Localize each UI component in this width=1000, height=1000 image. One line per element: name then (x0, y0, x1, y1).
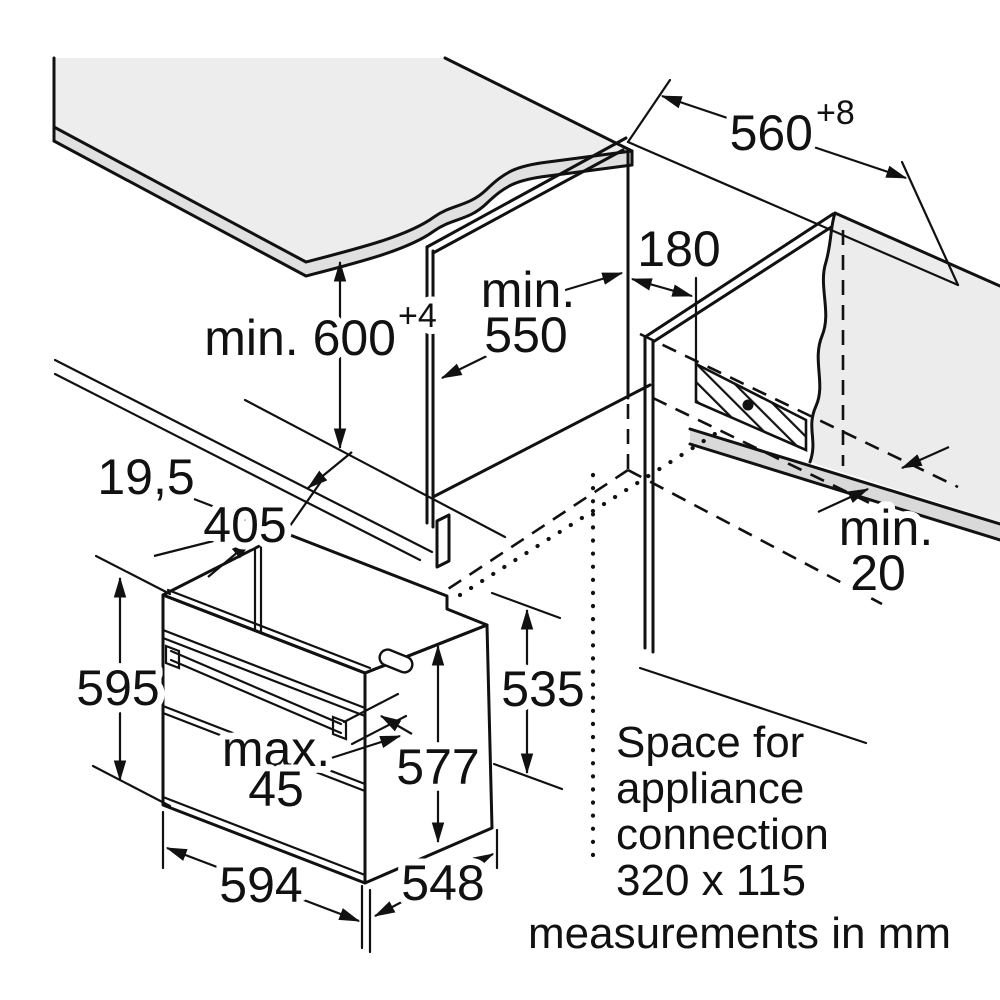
dim-niche-depth-line1: min. (481, 262, 575, 318)
dim-niche-width-tolerance: +8 (816, 94, 855, 132)
dim-oven-width-value: 594 (219, 857, 302, 913)
dim-body-height-value: 577 (396, 739, 479, 795)
hidden-edges (447, 230, 959, 606)
dim-panel-thickness: 19,5 (90, 442, 263, 635)
oven (161, 531, 494, 885)
dim-worktop-height: min. 600 +4 (197, 260, 507, 539)
dim-panel-thickness-value: 19,5 (97, 449, 194, 505)
connection-note: Space for appliance connection 320 x 115 (616, 718, 829, 905)
dim-top-depth: 405 (196, 451, 353, 578)
dim-handle-depth-line1: max. (222, 721, 330, 777)
dim-top-depth-value: 405 (203, 497, 286, 553)
connection-note-line-4: 320 x 115 (616, 856, 806, 905)
side-vent-slot (378, 648, 414, 674)
dim-rear-gap: min. 20 (817, 445, 950, 608)
connection-note-leader (638, 666, 868, 745)
appliance-connection-area (694, 276, 808, 452)
dim-oven-height-value: 595 (76, 660, 159, 716)
projection-lines (457, 429, 721, 859)
dim-oven-depth-value: 548 (401, 855, 484, 911)
dim-niche-width-value: 560 (730, 105, 813, 161)
dim-worktop-height-value: min. 600 (204, 310, 396, 366)
base-cabinet-niche (53, 136, 652, 569)
dim-recess-width: 180 (630, 214, 728, 298)
dim-rear-height: 535 (490, 591, 592, 791)
connection-point-dot (742, 399, 754, 411)
dim-rear-gap-line1: min. (839, 500, 933, 556)
worktop (52, 56, 634, 278)
dim-oven-height: 595 (69, 554, 172, 808)
connection-note-line-1: Space for (616, 718, 804, 767)
units-note: measurements in mm (528, 909, 951, 958)
dim-oven-depth: 548 (373, 828, 499, 918)
dim-rear-height-value: 535 (501, 661, 584, 717)
right-side-panel (643, 212, 838, 654)
dim-recess-width-value: 180 (637, 221, 720, 277)
dim-oven-width: 594 (161, 810, 372, 954)
dim-handle-depth-line2: 45 (248, 761, 304, 817)
dim-handle-depth: max. 45 (215, 692, 413, 824)
oven-door-handle (164, 644, 348, 741)
connection-note-line-3: connection (616, 810, 829, 859)
connection-note-line-2: appliance (616, 764, 804, 813)
dim-niche-depth: min. 550 (440, 255, 624, 379)
dim-body-height: 577 (389, 644, 487, 844)
dim-niche-width: 560 +8 (626, 78, 960, 287)
rear-wall (688, 211, 1000, 542)
dim-worktop-height-tolerance: +4 (398, 297, 437, 335)
dim-niche-depth-line2: 550 (484, 307, 567, 363)
dim-rear-gap-line2: 20 (850, 545, 906, 601)
